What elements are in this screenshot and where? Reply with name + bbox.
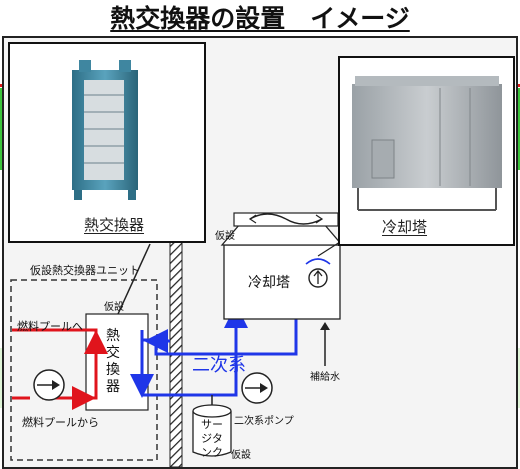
to-pool-label: 燃料プールへ <box>17 320 83 333</box>
tank-temporary-label: 仮設 <box>231 450 251 461</box>
primary-pump-icon <box>33 369 65 401</box>
temporary-unit-boundary <box>10 279 158 461</box>
surge-tank-icon <box>192 395 232 457</box>
tower-temporary-label: 仮設 <box>215 231 235 242</box>
secondary-pump-icon <box>241 372 273 404</box>
hx-temporary-label: 仮設 <box>104 302 124 313</box>
unit-label: 仮設熱交換器ユニット <box>30 264 140 277</box>
tower-circulation-icon <box>305 258 331 288</box>
cooling-tower-photo <box>338 56 515 246</box>
cooling-tower-schematic <box>220 212 344 320</box>
cooling-tower-photo-caption: 冷却塔 <box>382 218 428 236</box>
page-title: 熱交換器の設置 イメージ <box>110 4 410 33</box>
hx-vertical-label: 熱交換器 <box>106 328 120 395</box>
surge-tank-label: サージタンク <box>201 418 223 459</box>
hx-leader-line <box>117 243 151 315</box>
from-pool-label: 燃料プールから <box>22 416 99 429</box>
tower-leader-line <box>317 241 341 257</box>
heat-exchanger-photo <box>8 42 206 243</box>
makeup-water-arrow <box>320 322 330 366</box>
heat-exchanger-photo-caption: 熱交換器 <box>84 216 145 234</box>
tower-label: 冷却塔 <box>248 275 290 291</box>
makeup-water-label: 補給水 <box>310 372 340 383</box>
primary-loop <box>12 328 108 410</box>
secondary-pump-label: 二次系ポンプ <box>234 416 294 427</box>
secondary-system-label: 二次系 <box>192 355 246 376</box>
